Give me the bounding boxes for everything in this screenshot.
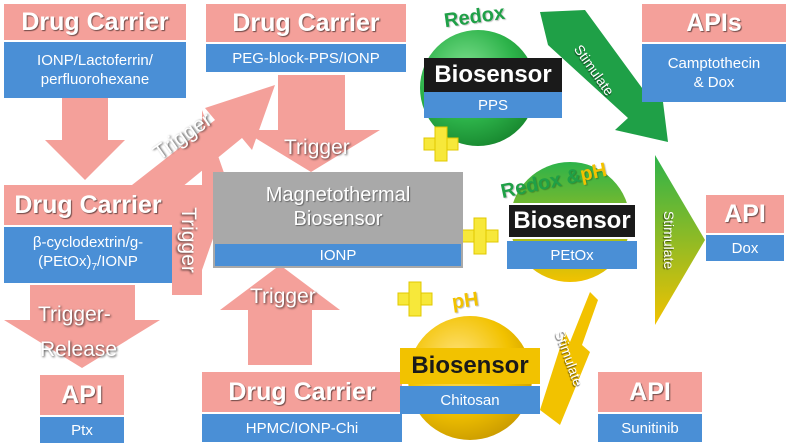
trigger-release-label-line2: Release — [40, 338, 118, 361]
arrow-trigger-vertical — [172, 110, 230, 295]
api-bottom-right-sub: Sunitinib — [598, 414, 702, 442]
arrow-trigger-down — [242, 75, 380, 172]
magnetothermal-title: Magnetothermal Biosensor — [213, 172, 463, 242]
ph-biosensor-title: Biosensor — [400, 348, 540, 384]
api-top-right-sub-line2: & Dox — [693, 74, 735, 91]
carrier-top-mid-title: Drug Carrier — [206, 4, 406, 42]
carrier-top-mid-sub: PEG-block-PPS/IONP — [206, 44, 406, 72]
plus-icon-mid — [461, 217, 499, 255]
redox-ph-biosensor-sub: PEtOx — [507, 241, 637, 269]
carrier-mid-left-title: Drug Carrier — [4, 185, 172, 225]
magnetothermal-title-line2: Biosensor — [293, 208, 383, 230]
sub-pre: (PEtOx) — [38, 253, 92, 270]
api-top-right-sub-line1: Camptothecin — [667, 55, 761, 72]
api-bottom-left-title: API — [40, 375, 124, 415]
carrier-mid-left-sub-line1: β-cyclodextrin/g- — [32, 234, 144, 251]
carrier-bottom-mid-sub: HPMC/IONP-Chi — [202, 414, 402, 442]
magnetothermal-title-line1: Magnetothermal — [265, 184, 411, 206]
api-top-right-sub: Camptothecin & Dox — [642, 44, 786, 102]
plus-icon-top — [423, 126, 459, 162]
carrier-top-left-title: Drug Carrier — [4, 4, 186, 40]
redox-ph-biosensor-title: Biosensor — [507, 203, 637, 239]
carrier-mid-left-sub-line2: (PEtOx)7/IONP — [38, 252, 138, 277]
api-mid-right-sub: Dox — [706, 235, 784, 261]
redox-ph-label-ph: pH — [578, 159, 609, 187]
redox-biosensor-sub: PPS — [424, 92, 562, 118]
stimulate-mid-label: Stimulate — [661, 210, 678, 270]
carrier-top-left-sub-line1: IONP/Lactoferrin/ — [37, 52, 153, 69]
arrow-down-left — [45, 98, 125, 180]
api-top-right-title: APIs — [642, 4, 786, 42]
trigger-vertical-label: Trigger — [176, 207, 200, 273]
arrow-stimulate-mid — [655, 155, 705, 325]
trigger-up-label: Trigger — [250, 285, 316, 308]
api-bottom-right-title: API — [598, 372, 702, 412]
ph-label: pH — [450, 288, 481, 314]
carrier-top-left-sub: IONP/Lactoferrin/ perfluorohexane — [4, 42, 186, 98]
sub-index: 7 — [91, 262, 98, 273]
trigger-release-label-line1: Trigger- — [38, 303, 111, 326]
arrow-trigger-up — [220, 265, 340, 365]
sub-post: /IONP — [97, 253, 138, 270]
magnetothermal-sub: IONP — [213, 242, 463, 268]
carrier-top-left-sub-line2: perfluorohexane — [40, 71, 150, 88]
api-mid-right-title: API — [706, 195, 784, 233]
carrier-mid-left-sub: β-cyclodextrin/g- (PEtOx)7/IONP — [4, 227, 172, 283]
plus-icon-bottom — [397, 281, 433, 317]
api-bottom-left-sub: Ptx — [40, 417, 124, 443]
trigger-down-label: Trigger — [284, 136, 350, 159]
arrow-trigger-release — [4, 285, 160, 368]
arrow-stimulate-top — [540, 10, 668, 142]
ph-biosensor-sub: Chitosan — [400, 386, 540, 414]
redox-biosensor-title: Biosensor — [424, 58, 562, 92]
carrier-bottom-mid-title: Drug Carrier — [202, 372, 402, 412]
arrow-stimulate-bottom — [540, 292, 598, 425]
